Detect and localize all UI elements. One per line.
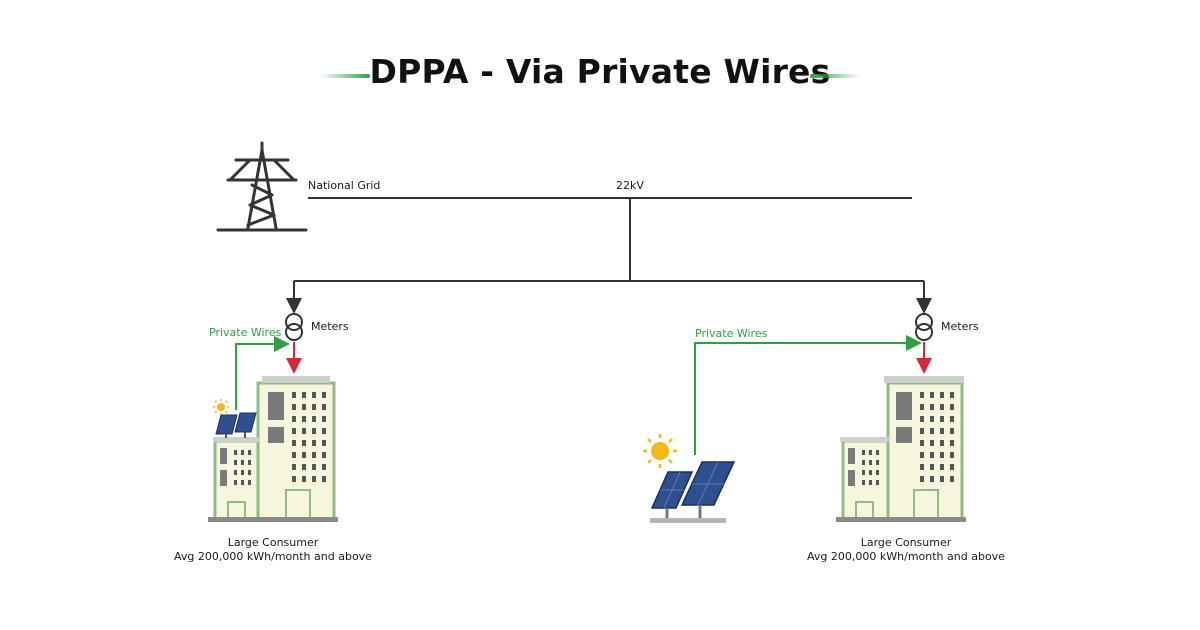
left-consumer-usage: Avg 200,000 kWh/month and above [174,550,372,563]
title-accent-right [810,74,860,78]
meter-icon [915,313,933,341]
right-private-wires-label: Private Wires [695,327,768,340]
left-private-wire [235,336,290,410]
left-meters-label: Meters [311,320,349,333]
left-consumer-caption: Large Consumer Avg 200,000 kWh/month and… [143,536,403,564]
solar-panel-icon [650,461,736,523]
right-consumer-caption: Large Consumer Avg 200,000 kWh/month and… [776,536,1036,564]
national-grid-label: National Grid [308,179,381,192]
right-meters-label: Meters [941,320,979,333]
left-private-wires-label: Private Wires [209,326,282,339]
transmission-tower-icon [216,141,308,232]
meter-icon [285,313,303,341]
sun-icon [643,434,677,468]
title-accent-left [320,74,370,78]
sun-icon [213,399,229,415]
solar-panel-icon [215,412,257,438]
page-title: DPPA - Via Private Wires [369,52,831,91]
voltage-label: 22kV [616,179,644,192]
right-consumer-title: Large Consumer [860,536,952,549]
building-icon [836,376,966,522]
right-private-wire [694,335,922,455]
left-consumer-title: Large Consumer [227,536,319,549]
building-icon [208,376,338,522]
right-consumer-usage: Avg 200,000 kWh/month and above [807,550,1005,563]
